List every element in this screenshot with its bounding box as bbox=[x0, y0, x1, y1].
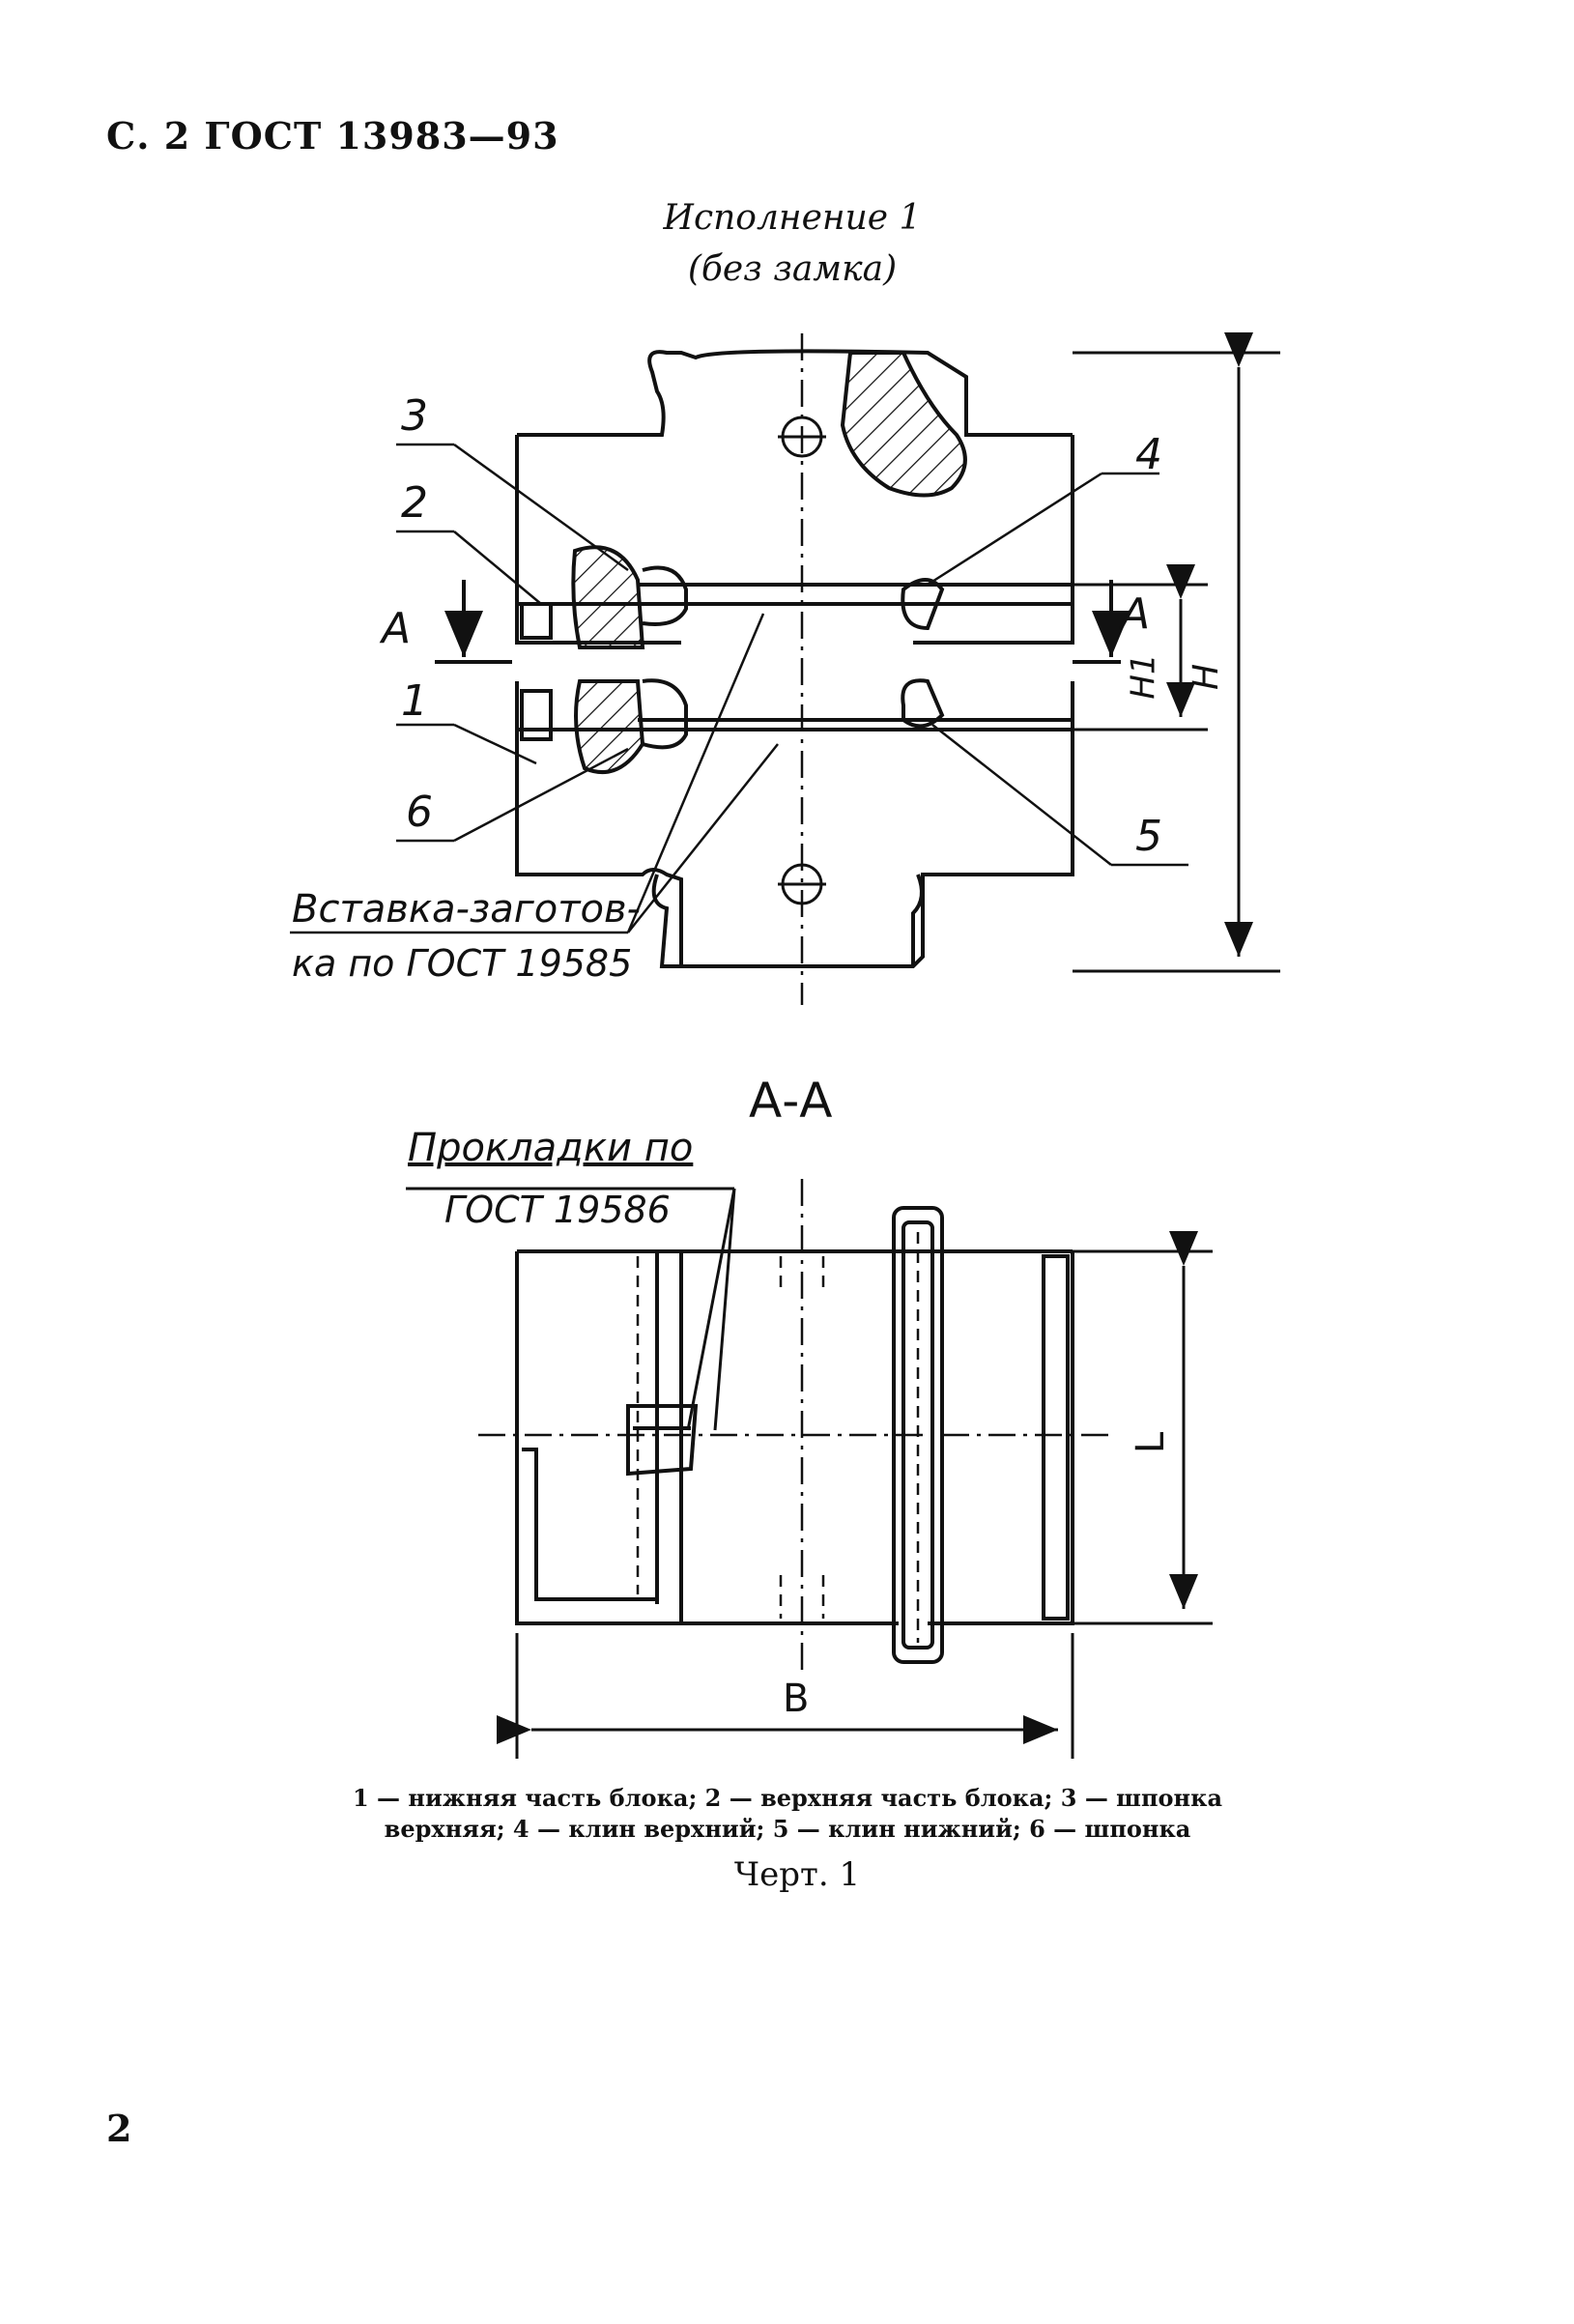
gasket-note-line1: Прокладки по bbox=[408, 1126, 694, 1170]
dim-h: H bbox=[1187, 663, 1227, 691]
label-4: 4 bbox=[1135, 430, 1162, 479]
section-mark-right: А bbox=[1121, 589, 1151, 639]
legend-line2: верхняя; 4 — клин верхний; 5 — клин нижн… bbox=[384, 1815, 1191, 1843]
gasket-note-line2: ГОСТ 19586 bbox=[444, 1189, 671, 1231]
hatched-upper-key bbox=[840, 351, 967, 498]
insert-note-line2: ка по ГОСТ 19585 bbox=[292, 942, 633, 985]
page-number: 2 bbox=[106, 2107, 132, 2150]
label-6: 6 bbox=[406, 788, 433, 837]
hatched-key-3 bbox=[571, 545, 645, 649]
page-header: С. 2 ГОСТ 13983—93 bbox=[106, 114, 559, 158]
execution-subtitle: (без замка) bbox=[687, 249, 898, 289]
section-mark-left: А bbox=[382, 604, 412, 653]
dim-h1: H1 bbox=[1124, 653, 1163, 700]
execution-title: Исполнение 1 bbox=[663, 198, 922, 238]
label-5: 5 bbox=[1135, 812, 1162, 861]
figure-caption: Черт. 1 bbox=[733, 1855, 861, 1894]
insert-note-line1: Вставка-заготов- bbox=[292, 887, 641, 932]
lower-block-outline bbox=[515, 681, 1074, 968]
dim-b: B bbox=[783, 1677, 810, 1721]
dim-l: L bbox=[1129, 1431, 1174, 1454]
label-3: 3 bbox=[401, 391, 428, 441]
legend-line1: 1 — нижняя часть блока; 2 — верхняя част… bbox=[352, 1784, 1222, 1812]
label-1: 1 bbox=[401, 676, 428, 726]
section-title: А-А bbox=[749, 1073, 833, 1129]
label-2: 2 bbox=[401, 478, 428, 528]
